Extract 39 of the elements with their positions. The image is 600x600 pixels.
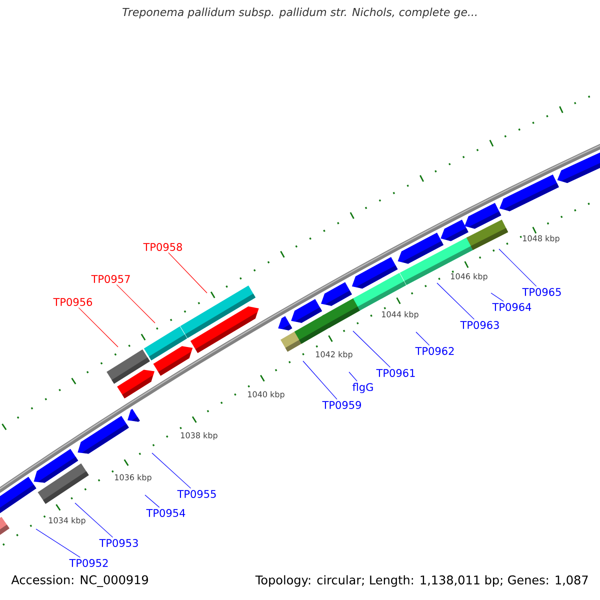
gene-label: TP0955 xyxy=(177,490,216,498)
scale-label: 1042 kbp xyxy=(316,351,352,359)
leader-line xyxy=(302,360,338,400)
scale-label: 1038 kbp xyxy=(181,432,218,440)
scale-label: 1046 kbp xyxy=(451,273,488,281)
leader-line xyxy=(436,282,474,320)
footer-text: Topology: circular; Length: 1,138,011 bp; Genes: 1,087 xyxy=(255,575,588,587)
gene-label: TP0962 xyxy=(415,347,454,355)
gene-label: TP0961 xyxy=(376,369,415,377)
scale-label: 1048 kbp xyxy=(523,235,560,243)
leader-line xyxy=(348,372,358,382)
leader-line xyxy=(74,502,114,538)
gene-label: TP0965 xyxy=(522,288,561,296)
footer-text: Accession: NC_000919 xyxy=(11,575,148,587)
gene-label: flgG xyxy=(352,382,373,394)
leader-line xyxy=(36,528,80,558)
gene-label: TP0957 xyxy=(91,275,130,283)
gene-label: TP0963 xyxy=(460,321,499,329)
leader-line xyxy=(352,330,390,368)
gene-label: TP0958 xyxy=(143,243,182,251)
scale-label: 1044 kbp xyxy=(382,311,418,319)
leader-line xyxy=(498,248,537,287)
gene-label: TP0952 xyxy=(69,559,108,567)
title: Treponema pallidum subsp. pallidum str. Nichols, complete ge... xyxy=(122,8,477,18)
scale-label: 1034 kbp xyxy=(49,517,86,525)
gene-label: TP0953 xyxy=(99,539,138,547)
leader-line xyxy=(416,332,430,346)
scale-label: 1040 kbp xyxy=(248,391,284,399)
gene-label: TP0956 xyxy=(53,298,92,306)
leader-line xyxy=(78,307,118,348)
leader-line xyxy=(144,494,160,508)
gene-label: TP0964 xyxy=(492,303,532,311)
leader-line xyxy=(152,452,192,489)
scale-label: 1036 kbp xyxy=(115,474,152,482)
gene-label: TP0954 xyxy=(146,509,186,517)
leader-line xyxy=(168,252,208,294)
gene-label: TP0959 xyxy=(322,401,361,409)
leader-line xyxy=(490,292,504,302)
leader-line xyxy=(116,284,156,324)
